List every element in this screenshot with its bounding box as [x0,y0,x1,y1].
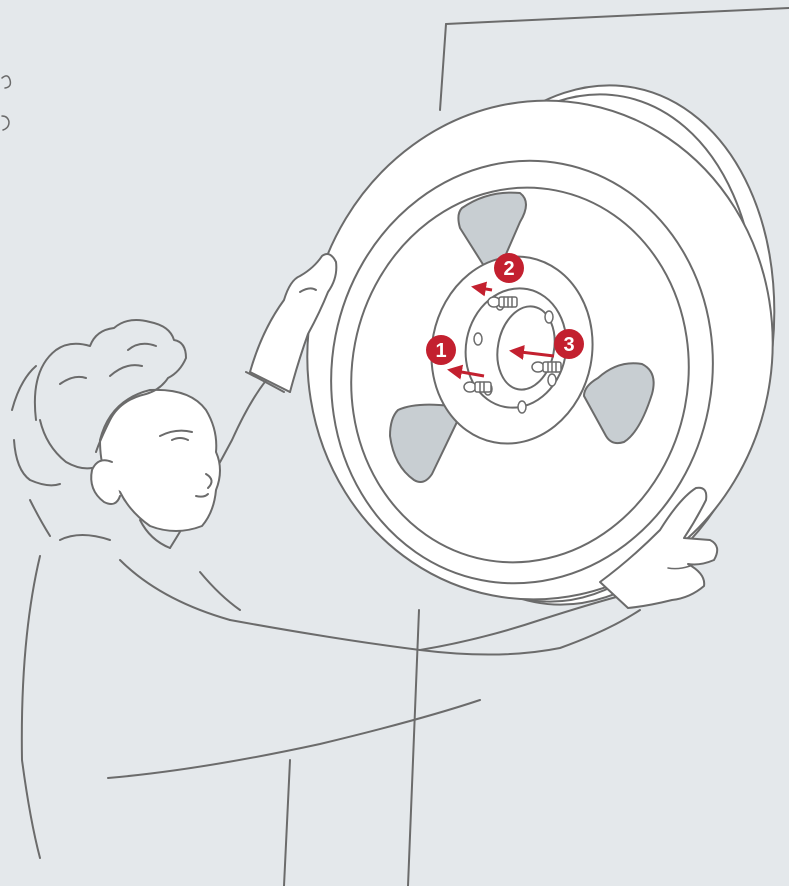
step-badge-1: 1 [426,335,456,365]
wheel-bolt [532,362,561,372]
head [100,390,220,531]
step-number-3: 3 [563,334,574,356]
step-badge-3: 3 [554,329,584,359]
wheel-bolt [488,297,517,307]
cropped-text-fragment [2,76,10,130]
step-number-1: 1 [435,340,446,362]
step-number-2: 2 [503,258,514,280]
step-badge-2: 2 [494,253,524,283]
wheel-bolt [464,382,491,392]
